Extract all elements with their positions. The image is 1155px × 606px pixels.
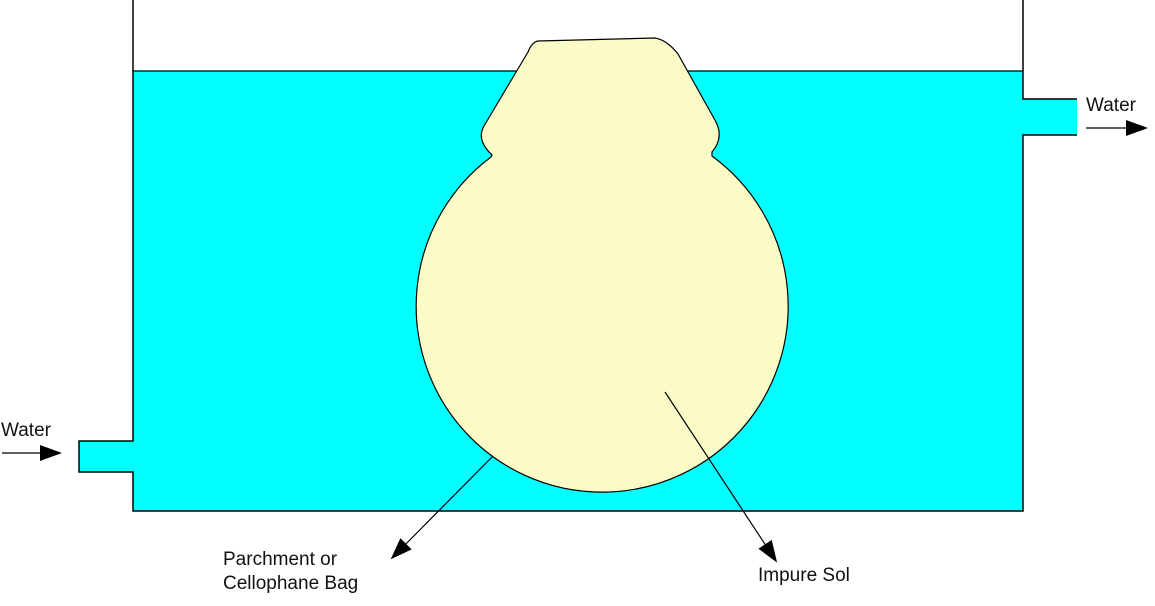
impure-sol-label: Impure Sol (758, 565, 850, 586)
tank-outline (78, 0, 1077, 512)
water-inlet-label: Water (1, 420, 51, 441)
bag-leader-arrow (390, 455, 494, 560)
bag-label-line1: Parchment or (223, 549, 338, 570)
bag-label: Parchment or Cellophane Bag (223, 548, 358, 596)
bag-label-line2: Cellophane Bag (223, 572, 359, 594)
water-outlet-label: Water (1086, 95, 1136, 116)
cellophane-bag (415, 37, 789, 493)
sol-leader-arrow (664, 391, 778, 563)
